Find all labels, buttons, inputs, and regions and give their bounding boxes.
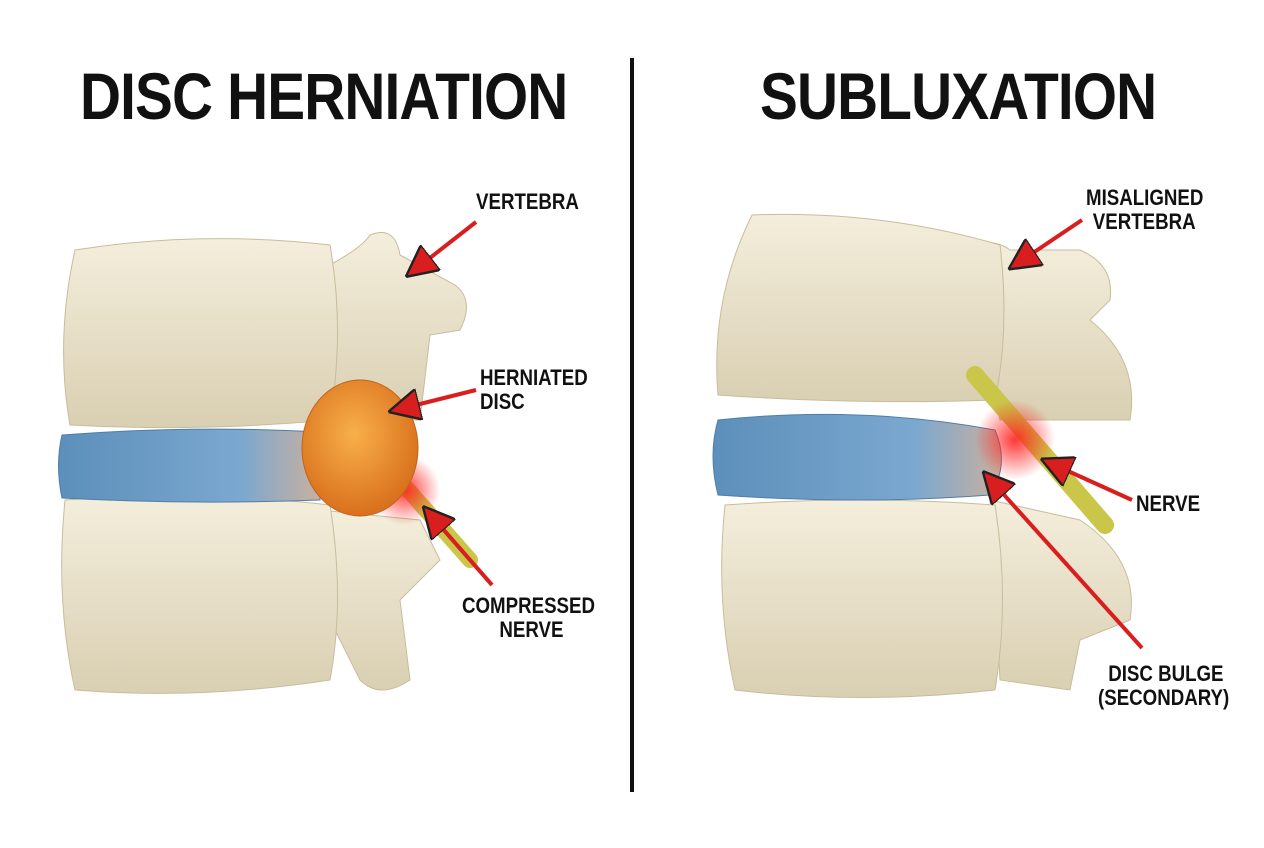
intervertebral-disc xyxy=(712,413,1002,501)
label-line: DISC xyxy=(480,389,525,414)
right-title: SUBLUXATION xyxy=(760,59,1157,133)
label-disc-bulge: DISC BULGE (SECONDARY) xyxy=(1098,662,1229,710)
misaligned-vertebra xyxy=(716,213,1005,403)
left-spine-segment xyxy=(58,220,494,694)
upper-vertebra-process xyxy=(319,232,467,421)
label-line: HERNIATED xyxy=(480,365,588,390)
arrow-herniated-disc xyxy=(396,388,477,410)
label-line: VERTEBRA xyxy=(1092,209,1196,234)
label-line: MISALIGNED xyxy=(1086,185,1204,210)
arrow-misaligned-vertebra xyxy=(1015,218,1084,265)
lower-vertebra xyxy=(61,495,338,694)
label-line: (SECONDARY) xyxy=(1098,685,1230,710)
label-misaligned-vertebra: MISALIGNED VERTEBRA xyxy=(1086,186,1203,234)
herniated-disc xyxy=(301,379,419,517)
label-line: DISC BULGE xyxy=(1108,661,1224,686)
intervertebral-disc xyxy=(58,428,321,503)
arrow-nerve xyxy=(1048,462,1133,502)
left-title: DISC HERNIATION xyxy=(80,59,568,133)
upper-vertebra xyxy=(63,238,338,429)
lower-vertebra xyxy=(721,499,1003,698)
lower-vertebra-process xyxy=(989,499,1132,691)
label-line: COMPRESSED xyxy=(462,593,596,618)
label-vertebra: VERTEBRA xyxy=(476,189,579,214)
label-compressed-nerve: COMPRESSED NERVE xyxy=(462,594,595,642)
arrow-vertebra xyxy=(412,220,478,272)
inflammation xyxy=(975,400,1055,480)
right-spine-segment xyxy=(712,213,1144,698)
label-herniated-disc: HERNIATED DISC xyxy=(480,366,588,414)
label-line: NERVE xyxy=(499,617,564,642)
label-nerve: NERVE xyxy=(1136,491,1201,516)
arrow-compressed-nerve xyxy=(428,512,494,587)
lower-vertebra-process xyxy=(319,509,441,691)
arrow-disc-bulge xyxy=(988,477,1144,650)
divider xyxy=(630,58,634,792)
